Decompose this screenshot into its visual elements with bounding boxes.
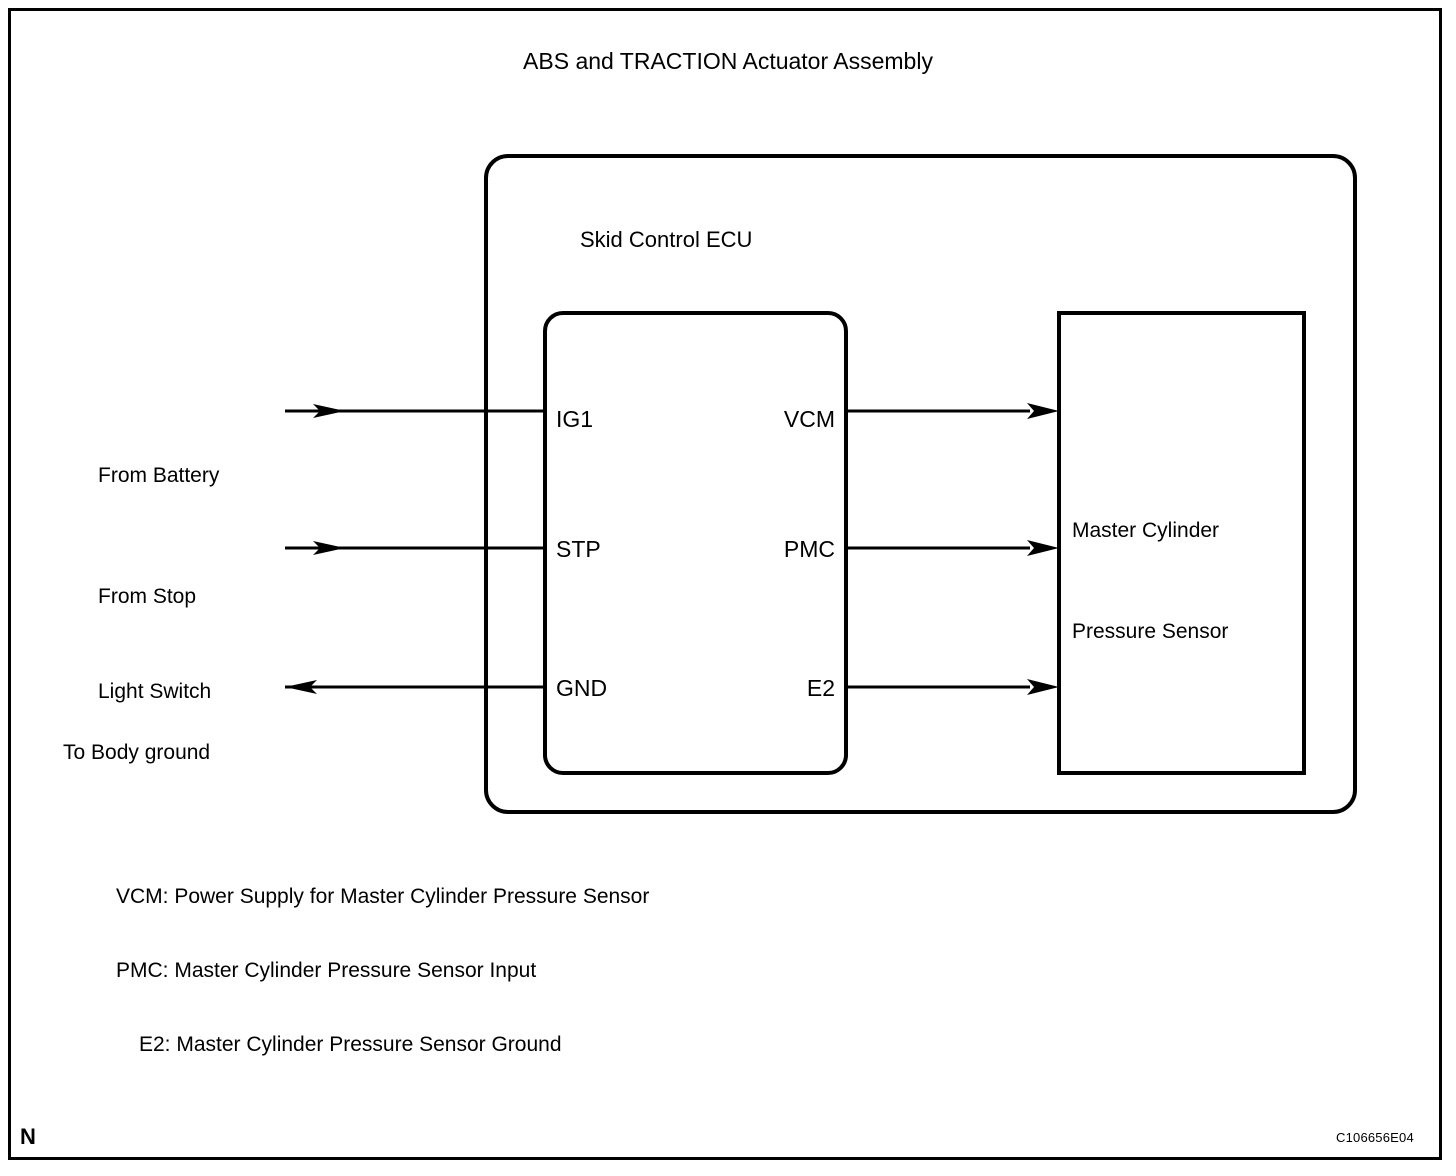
sensor-label-line1: Master Cylinder: [1072, 519, 1220, 543]
master-cylinder-pressure-sensor-label: Master Cylinder Pressure Sensor: [1072, 447, 1228, 716]
arrowhead-e2: [1027, 679, 1059, 695]
arrowhead-battery: [313, 404, 345, 418]
source-label-stop-light-switch-line2: Light Switch: [98, 679, 212, 703]
pin-label-vcm: VCM: [783, 406, 835, 432]
source-label-battery: From Battery: [98, 397, 219, 555]
source-label-battery-line1: From Battery: [98, 464, 220, 487]
page-title: ABS and TRACTION Actuator Assembly: [523, 48, 933, 74]
actuator-assembly-boundary: [484, 154, 1357, 814]
pin-label-e2: E2: [806, 675, 835, 701]
sensor-label-line2: Pressure Sensor: [1072, 619, 1229, 643]
legend-item-e2: E2: Master Cylinder Pressure Sensor Grou…: [139, 1033, 562, 1056]
corner-mark-left: N: [20, 1124, 36, 1149]
arrowhead-pmc: [1027, 540, 1059, 556]
pin-label-ig1: IG1: [556, 406, 594, 432]
arrowhead-stop-light-switch: [313, 541, 345, 555]
pin-label-pmc: PMC: [783, 536, 835, 562]
corner-mark-figure-code: C106656E04: [1336, 1130, 1414, 1145]
pin-label-gnd: GND: [556, 675, 608, 701]
arrowhead-body-ground: [285, 680, 317, 694]
page-border: [8, 8, 1442, 1160]
skid-control-ecu-box: [543, 311, 848, 775]
source-label-stop-light-switch: From Stop Light Switch: [98, 518, 211, 770]
legend-item-pmc: PMC: Master Cylinder Pressure Sensor Inp…: [116, 959, 537, 982]
source-label-body-ground-line1: To Body ground: [63, 741, 211, 764]
source-label-body-ground: To Body ground: [63, 674, 210, 832]
skid-control-ecu-label: Skid Control ECU: [580, 227, 753, 252]
master-cylinder-pressure-sensor-box: [1057, 311, 1306, 775]
source-label-stop-light-switch-line1: From Stop: [98, 585, 197, 608]
pin-label-stp: STP: [556, 536, 601, 562]
arrowhead-vcm: [1027, 403, 1059, 419]
legend-item-vcm: VCM: Power Supply for Master Cylinder Pr…: [116, 885, 650, 908]
